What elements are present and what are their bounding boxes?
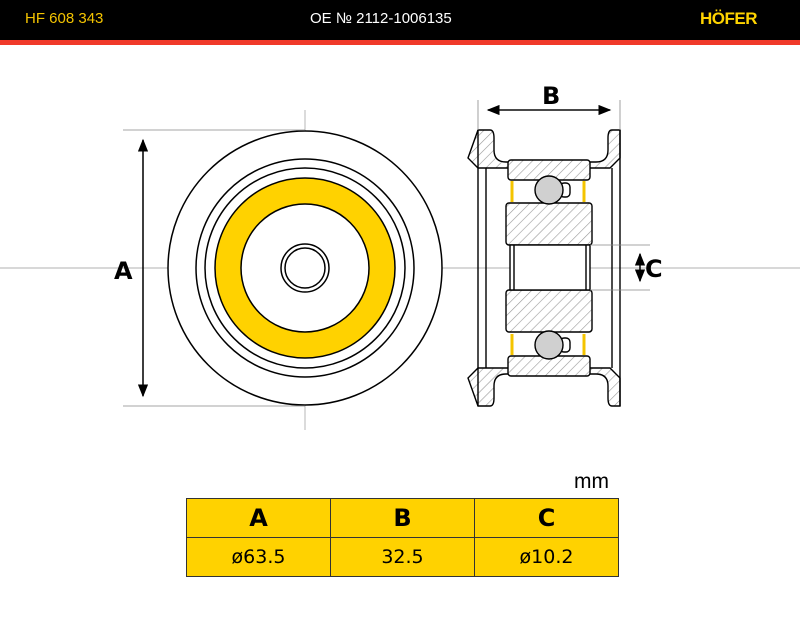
unit-label: mm (574, 470, 609, 493)
part-code: HF 608 343 (25, 10, 104, 27)
dimension-b (477, 100, 621, 130)
table-header-row: A B C (186, 498, 619, 538)
ball-bottom (534, 330, 564, 360)
header-bar: HF 608 343 OE № 2112-1006135 HÖFER (0, 0, 800, 40)
dimensions-table: A B C ø63.5 32.5 ø10.2 (186, 498, 619, 577)
dimension-c (590, 244, 650, 291)
red-stripe (0, 40, 800, 45)
label-b: B (542, 82, 560, 110)
header-a: A (186, 498, 331, 538)
label-c: C (645, 255, 663, 283)
ball-top (534, 175, 564, 205)
label-a: A (114, 257, 133, 285)
front-view (167, 130, 443, 406)
oe-number: OE № 2112-1006135 (310, 10, 452, 27)
brand-logo: HÖFER (700, 9, 758, 28)
header-b: B (330, 498, 475, 538)
dimension-a (123, 129, 305, 407)
header-c: C (474, 498, 619, 538)
value-b: 32.5 (330, 537, 475, 577)
table-row: ø63.5 32.5 ø10.2 (186, 537, 619, 577)
value-a: ø63.5 (186, 537, 331, 577)
side-view (467, 129, 621, 407)
value-c: ø10.2 (474, 537, 619, 577)
